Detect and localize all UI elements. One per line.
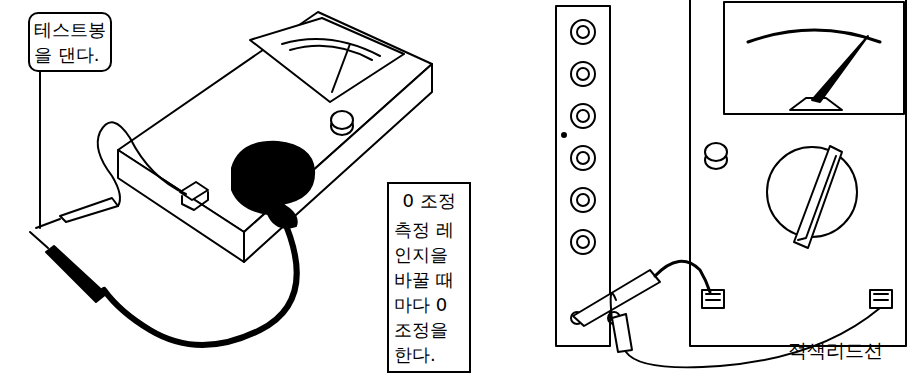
red-probe (612, 314, 632, 352)
meter-scale (290, 46, 372, 60)
terminal (702, 290, 724, 308)
probe-tip (30, 232, 48, 248)
meter-needle (812, 36, 868, 102)
node-body: 측정 레인지을 바꿀 때마다 0 조정을 한다. (394, 217, 464, 367)
white-lead (98, 122, 186, 206)
terminal (874, 294, 888, 300)
terminal (706, 294, 720, 300)
black-lead (104, 216, 297, 345)
probe-tip (36, 219, 60, 228)
black-lead (655, 261, 710, 292)
meter-needle (332, 44, 350, 92)
node-heading: 테스트봉을 댄다. (34, 17, 106, 67)
range-switch (232, 142, 314, 228)
callout-bubble: 테스트봉을 댄다. (28, 12, 112, 72)
probe-tip (611, 293, 616, 320)
switch-pointer (798, 156, 836, 240)
part-label: 적색리드선 (788, 338, 883, 364)
switch-pointer (794, 146, 842, 248)
white-probe (60, 198, 118, 222)
jack (571, 20, 620, 324)
meter-scale (748, 30, 880, 42)
note-box: 0 조정측정 레인지을 바꿀 때마다 0 조정을 한다. (387, 182, 471, 373)
zero-knob (331, 111, 353, 129)
zero-knob (705, 143, 727, 161)
jack-panel (556, 6, 610, 346)
meter-front-face (118, 150, 244, 262)
terminal (180, 182, 208, 200)
black-probe (46, 246, 106, 302)
meter-window (724, 2, 904, 114)
callout-tail (40, 70, 60, 228)
meter-body (690, 0, 906, 346)
dot-mark (562, 133, 566, 137)
terminal (870, 290, 892, 308)
meter-window (250, 18, 404, 102)
node-heading: 0 조정 (394, 188, 464, 213)
